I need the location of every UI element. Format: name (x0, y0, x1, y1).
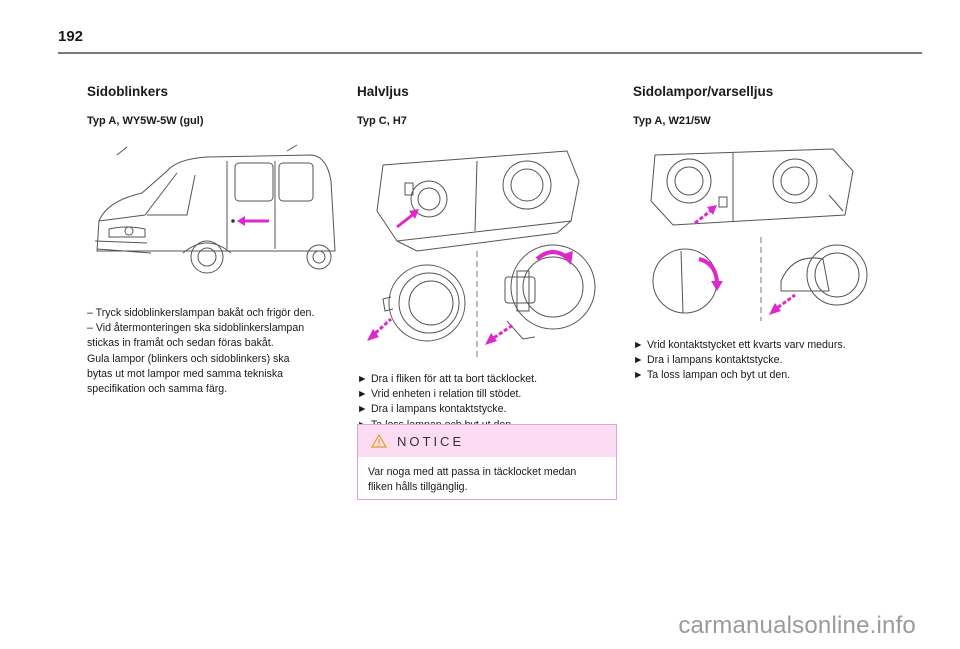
instructions: – Tryck sidoblinkerslampan bakåt och fri… (87, 306, 349, 397)
instruction-line: – Vid återmonteringen ska sidoblinkersla… (87, 322, 305, 335)
headlamp-cover-icon (367, 150, 596, 359)
section-subtitle: Typ A, W21/5W (633, 115, 711, 127)
step-marker: ► (633, 354, 644, 367)
step-text: Ta loss lampan och byt ut den. (647, 369, 791, 382)
section-title: Sidolampor/varselljus (633, 84, 774, 99)
step-marker: ► (357, 388, 368, 401)
instruction-line: bytas ut mot lampor med samma tekniska (87, 367, 284, 380)
step-marker: ► (633, 339, 644, 351)
step-marker: ► (357, 373, 368, 385)
step-marker: ► (357, 403, 368, 416)
van-side-blinker-icon (94, 144, 336, 274)
section-title: Sidoblinkers (87, 84, 169, 99)
step-marker: ► (633, 369, 644, 382)
step-item: ►Vrid enheten i relation till stödet. (357, 387, 619, 402)
section-side-lamps: Sidolampor/varselljus Typ A, W21/5W (633, 84, 895, 384)
step-item: ►Dra i lampans kontaktstycke. (633, 353, 895, 368)
side-lamp-connector-icon (650, 148, 868, 321)
notice-line: fliken hålls tillgänglig. (368, 481, 468, 494)
watermark: carmanualsonline.info (678, 612, 916, 639)
instruction-line: specifikation och samma färg. (87, 383, 228, 396)
instruction-line: stickas in framåt och sedan föras bakåt. (87, 337, 274, 350)
step-item: ►Dra i lampans kontaktstycke. (357, 402, 619, 417)
warning-triangle-icon (371, 434, 387, 448)
step-text: Dra i lampans kontaktstycke. (371, 403, 507, 416)
section-subtitle: Typ A, WY5W-5W (gul) (87, 115, 204, 127)
instruction-line: Gula lampor (blinkers och sidoblinkers) … (87, 352, 290, 365)
notice-box: NOTICE Var noga med att passa in täckloc… (357, 424, 617, 500)
step-item: ►Vrid kontaktstycket ett kvarts varv med… (633, 338, 895, 353)
page-number: 192 (58, 28, 84, 45)
step-item: ►Dra i fliken för att ta bort täcklocket… (357, 372, 619, 387)
side-lamp-illustration (633, 141, 895, 326)
header-divider (58, 52, 922, 54)
section-title: Halvljus (357, 84, 409, 99)
headlamp-illustration (357, 141, 619, 364)
van-illustration (87, 141, 349, 286)
notice-title: NOTICE (397, 433, 465, 449)
notice-line: Var noga med att passa in täcklocket med… (368, 466, 577, 478)
notice-body: Var noga med att passa in täcklocket med… (358, 457, 616, 495)
step-text: Dra i lampans kontaktstycke. (647, 354, 783, 367)
section-subtitle: Typ C, H7 (357, 115, 407, 127)
step-text: Vrid enheten i relation till stödet. (371, 388, 522, 401)
step-text: Vrid kontaktstycket ett kvarts varv medu… (647, 339, 846, 351)
step-text: Dra i fliken för att ta bort täcklocket. (371, 373, 538, 385)
step-item: ►Ta loss lampan och byt ut den. (633, 368, 895, 383)
step-list: ►Vrid kontaktstycket ett kvarts varv med… (633, 338, 895, 384)
section-low-beam: Halvljus Typ C, H7 (357, 84, 619, 433)
instruction-line: – Tryck sidoblinkerslampan bakåt och fri… (87, 307, 315, 319)
notice-header: NOTICE (358, 425, 616, 457)
section-side-blinkers: Sidoblinkers Typ A, WY5W-5W (gul) (87, 84, 349, 397)
